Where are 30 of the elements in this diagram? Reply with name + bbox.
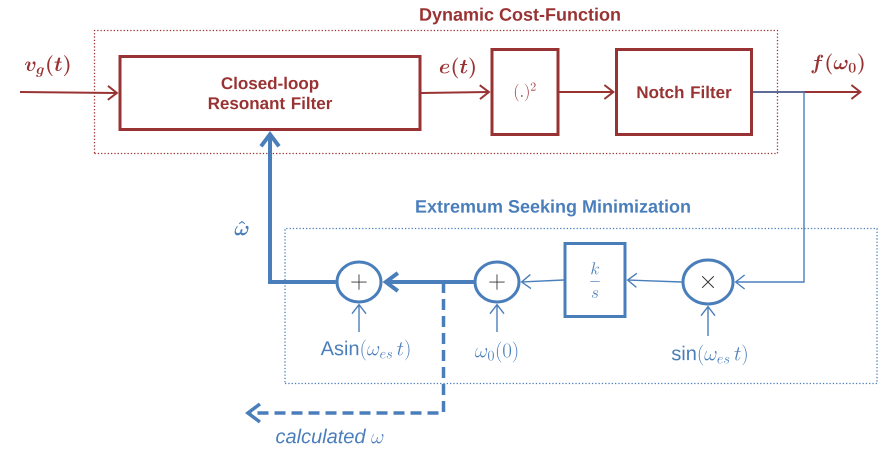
group-title: Extremum Seeking Minimization [416, 200, 690, 216]
edge-label: $\sin(\omega_{es}\,t)$ [672, 344, 747, 366]
arrow [351, 304, 367, 332]
summing-junction: $+$ [474, 260, 520, 304]
edge-label: $\boldsymbol{e(t)}$ [440, 58, 475, 78]
arrow [20, 85, 119, 101]
edge-label: $\boldsymbol{f(\omega_0)}$ [811, 54, 864, 74]
arrow [560, 84, 615, 100]
arrow [520, 274, 564, 290]
edge-label: $\boldsymbol{\hat{\omega}}$ [234, 220, 249, 236]
arrow [489, 304, 505, 332]
arrow [753, 84, 862, 100]
edge-label: $\boldsymbol{v_g(t)}$ [24, 55, 70, 77]
summing-junction: $+$ [336, 260, 382, 304]
arrow [626, 272, 682, 288]
arrow [734, 91, 805, 290]
edge-label: $\textit{calculated}\ \omega$ [276, 428, 384, 444]
arrow [700, 306, 716, 336]
edge-label: $\omega_0(0)$ [475, 342, 518, 362]
block-box: $\frac{k}{s}$ [564, 242, 626, 318]
arrow [382, 271, 474, 293]
arrow [259, 131, 336, 284]
summing-junction: $\times$ [682, 258, 734, 306]
block-box: Closed-loop Resonant Filter [118, 55, 422, 131]
block-box: $(.)^{2}$ [490, 48, 560, 136]
group-title: Dynamic Cost-Function [420, 8, 620, 24]
arrow [422, 84, 490, 100]
dashed-arrow [245, 282, 446, 424]
block-box: Notch Filter [615, 48, 753, 136]
edge-label: $\mathrm{Asin}(\omega_{es}\,t)$ [320, 340, 410, 360]
